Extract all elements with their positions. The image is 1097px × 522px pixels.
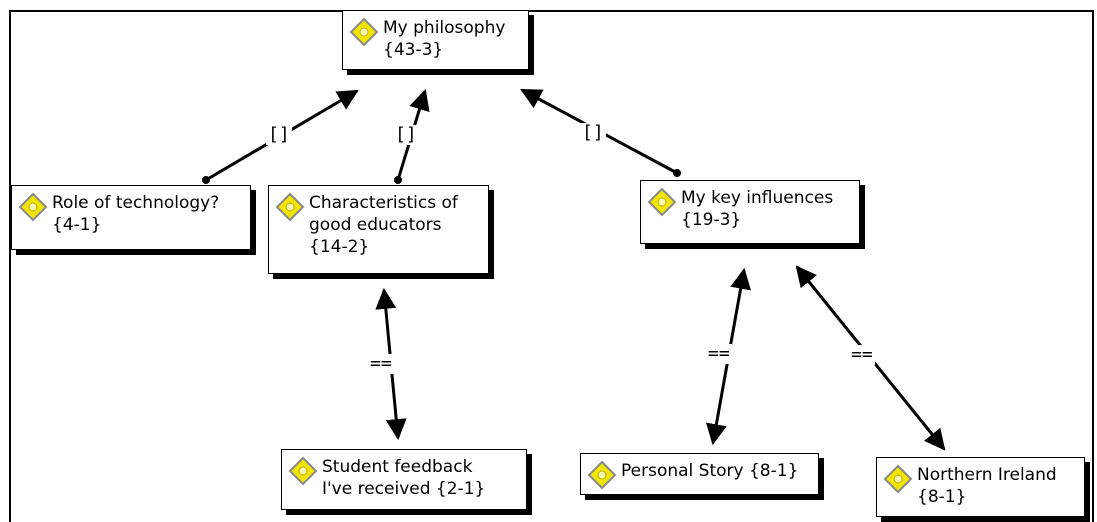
node-title: Student feedback xyxy=(322,457,473,477)
node-title: Northern Ireland xyxy=(917,465,1057,485)
node-count: {43-3} xyxy=(383,40,444,60)
node-my-philosophy[interactable]: My philosophy {43-3} xyxy=(342,10,529,70)
influences-philosophy-label: [] xyxy=(580,122,606,143)
frame-right-border xyxy=(1092,10,1094,522)
concept-node-icon xyxy=(288,456,318,486)
node-student-feedback[interactable]: Student feedback I've received {2-1} xyxy=(281,449,527,510)
concept-node-icon xyxy=(275,192,305,222)
node-role-of-technology[interactable]: Role of technology? {4-1} xyxy=(11,185,251,250)
node-count: {14-2} xyxy=(309,237,370,257)
frame-top-border xyxy=(9,10,1094,12)
node-my-key-influences[interactable]: My key influences {19-3} xyxy=(640,180,860,244)
node-count: {8-1} xyxy=(917,487,967,507)
node-count: {19-3} xyxy=(681,210,742,230)
concept-node-icon xyxy=(587,460,617,490)
node-title: Personal Story {8-1} xyxy=(621,461,799,481)
concept-node-icon xyxy=(883,464,913,494)
concept-node-icon xyxy=(18,192,48,222)
technology-philosophy-label: [] xyxy=(266,124,292,145)
node-title: My philosophy xyxy=(383,18,506,38)
concept-node-icon xyxy=(647,187,677,217)
node-title: My key influences xyxy=(681,188,834,208)
node-characteristics-of-good-educators[interactable]: Characteristics of good educators {14-2} xyxy=(268,185,489,274)
node-northern-ireland[interactable]: Northern Ireland {8-1} xyxy=(876,457,1085,517)
node-title: Role of technology? xyxy=(52,193,220,213)
node-title-line-2: I've received {2-1} xyxy=(322,479,486,499)
influences-personal-label: == xyxy=(706,343,732,364)
educators-philosophy-label: [] xyxy=(393,124,419,145)
node-personal-story[interactable]: Personal Story {8-1} xyxy=(580,453,819,495)
educators-feedback-label: == xyxy=(368,353,394,374)
node-title-line-2: good educators xyxy=(309,215,442,235)
concept-node-icon xyxy=(349,17,379,47)
influences-ireland-label: == xyxy=(849,344,875,365)
node-title: Characteristics of xyxy=(309,193,458,213)
node-count: {4-1} xyxy=(52,215,102,235)
frame-left-border xyxy=(9,10,11,522)
